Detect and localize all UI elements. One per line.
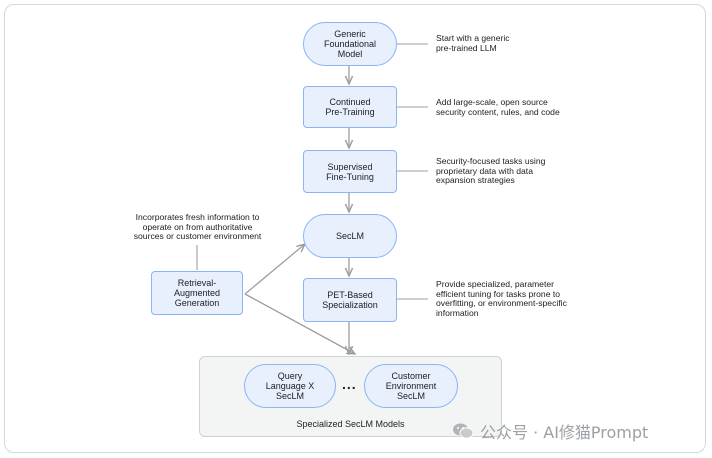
note-retrieval: Incorporates fresh information to operat… [133,212,262,242]
node-pet-based-specialization: PET-Based Specialization [303,278,397,322]
node-continued-pre-training: Continued Pre-Training [303,86,397,128]
arrow-rag-to-seclm [244,244,305,295]
note-supervised: Security-focused tasks using proprietary… [436,156,546,186]
ellipsis: ... [342,376,357,392]
wechat-icon [453,423,474,439]
node-retrieval-augmented-generation: Retrieval- Augmented Generation [151,271,243,315]
node-customer-environment-seclm: Customer Environment SecLM [364,364,458,408]
note-pet: Provide specialized, parameter efficient… [436,279,567,318]
group-label: Specialized SecLM Models [296,419,405,429]
node-generic-foundational-model: Generic Foundational Model [303,22,397,66]
node-supervised-fine-tuning: Supervised Fine-Tuning [303,150,397,193]
note-continued: Add large-scale, open source security co… [436,97,560,117]
note-generic: Start with a generic pre-trained LLM [436,33,510,53]
node-query-language-seclm: Query Language X SecLM [244,364,336,408]
watermark: 公众号 · AI修猫Prompt [452,420,648,442]
node-seclm: SecLM [303,214,397,258]
watermark-text: 公众号 · AI修猫Prompt [480,423,649,442]
arrow-rag-to-group [244,293,355,354]
